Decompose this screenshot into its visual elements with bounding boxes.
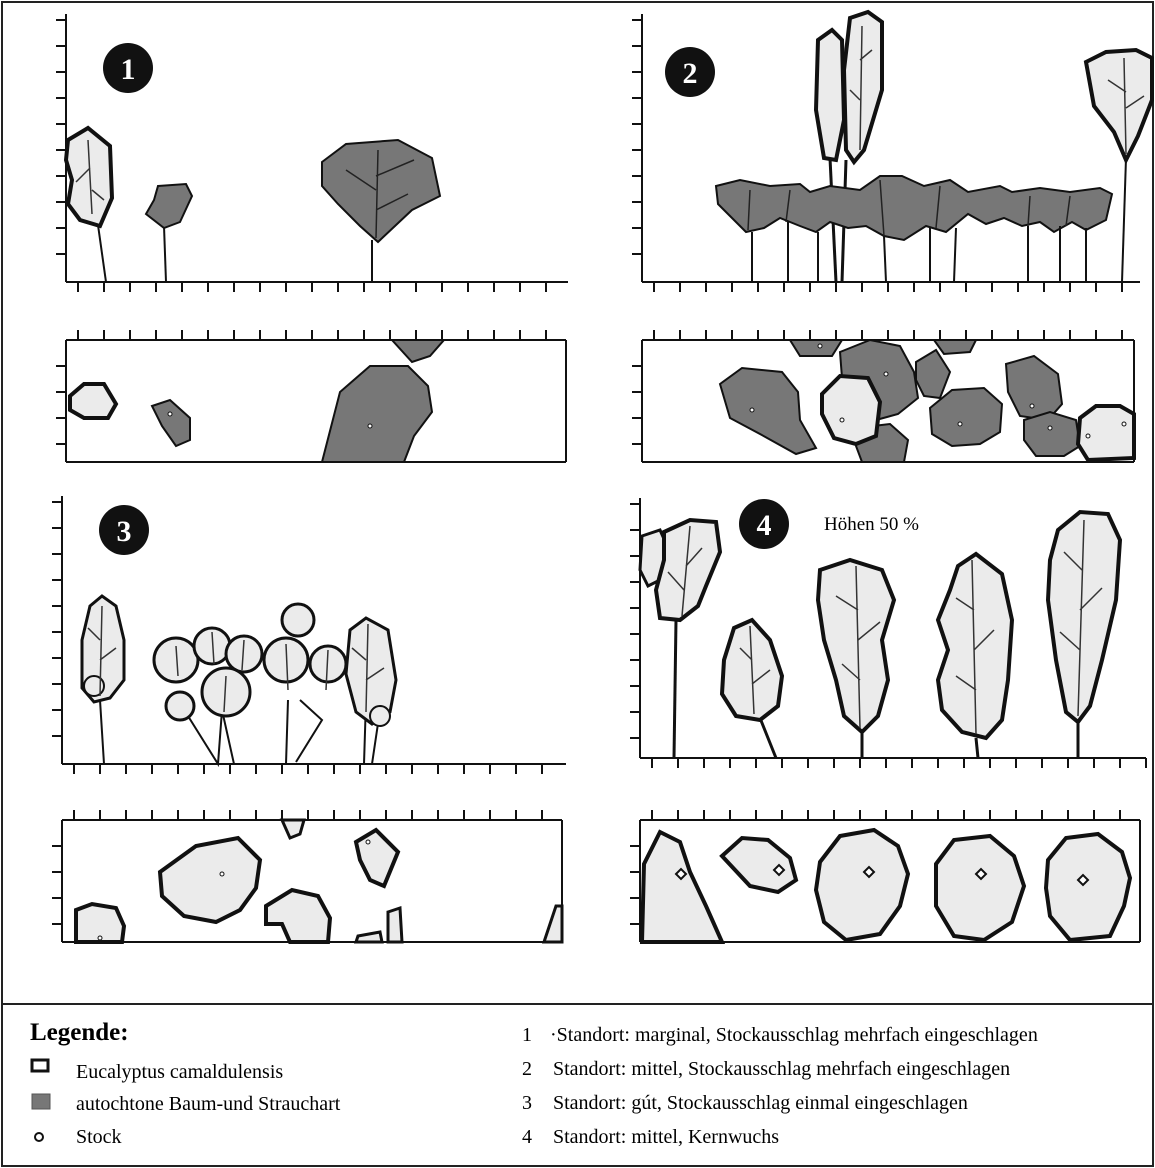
eucalyptus-tree [816, 30, 844, 282]
site-number-3: 3 [522, 1092, 532, 1114]
eucalyptus-tree [640, 520, 720, 758]
panel-2-badge: 2 [665, 47, 715, 97]
panel-2: 2 [665, 12, 1152, 462]
site-text-2: Standort: mittel, Stockausschlag mehrfac… [553, 1058, 1010, 1080]
open-square-icon [32, 1060, 48, 1071]
panel-3-profile [82, 596, 396, 764]
panel-2-plan [720, 340, 1134, 462]
panel-4-profile [640, 512, 1120, 758]
panel-4: 4 Höhen 50 % [640, 499, 1130, 942]
filled-square-icon [32, 1094, 50, 1109]
eucalyptus-tree [938, 554, 1012, 758]
eucalyptus-tree [66, 128, 112, 282]
site-number-4: 4 [522, 1126, 532, 1148]
legend-title: Legende: [30, 1019, 129, 1046]
legend-item-eucalyptus: Eucalyptus camaldulensis [76, 1061, 283, 1083]
panel-2-number: 2 [683, 57, 698, 90]
eucalyptus-cluster [264, 604, 346, 764]
site-number-1: 1 [522, 1024, 532, 1046]
site-number-2: 2 [522, 1058, 532, 1080]
axes-group [52, 14, 1146, 942]
eucalyptus-cluster [154, 628, 262, 764]
eucalyptus-tree [722, 620, 782, 758]
site-text-3: Standort: gút, Stockausschlag einmal ein… [553, 1092, 968, 1114]
panel-3: 3 [76, 505, 562, 942]
eucalyptus-tree [842, 12, 882, 282]
eucalyptus-tree [818, 560, 894, 758]
panel-4-badge: 4 [739, 499, 789, 549]
legend-item-stock: Stock [76, 1126, 122, 1148]
panel-1-badge: 1 [103, 43, 153, 93]
native-tree [322, 140, 440, 282]
panel-1: 1 [66, 43, 444, 462]
eucalyptus-tree [1086, 50, 1152, 282]
site-text-1: ·Standort: marginal, Stockausschlag mehr… [550, 1024, 1038, 1046]
eucalyptus-tree [82, 596, 124, 764]
panel-3-plan [76, 820, 562, 942]
panel-1-plan [70, 340, 444, 462]
native-canopy [716, 176, 1112, 240]
panel-4-height-note: Höhen 50 % [824, 514, 919, 535]
panel-1-number: 1 [121, 53, 136, 86]
circle-icon [35, 1133, 43, 1141]
panel-3-number: 3 [117, 515, 132, 548]
panel-2-profile [716, 12, 1152, 282]
legend-item-native: autochtone Baum-und Strauchart [76, 1093, 341, 1115]
panel-4-number: 4 [757, 509, 772, 542]
eucalyptus-tree [1048, 512, 1120, 758]
eucalyptus-cluster [346, 618, 396, 764]
site-text-4: Standort: mittel, Kernwuchs [553, 1126, 779, 1148]
panel-1-profile [66, 128, 440, 282]
panel-3-badge: 3 [99, 505, 149, 555]
native-shrub [146, 184, 192, 282]
legend: Legende: Eucalyptus camaldulensis autoch… [30, 1019, 1038, 1148]
panel-4-plan [642, 830, 1130, 942]
